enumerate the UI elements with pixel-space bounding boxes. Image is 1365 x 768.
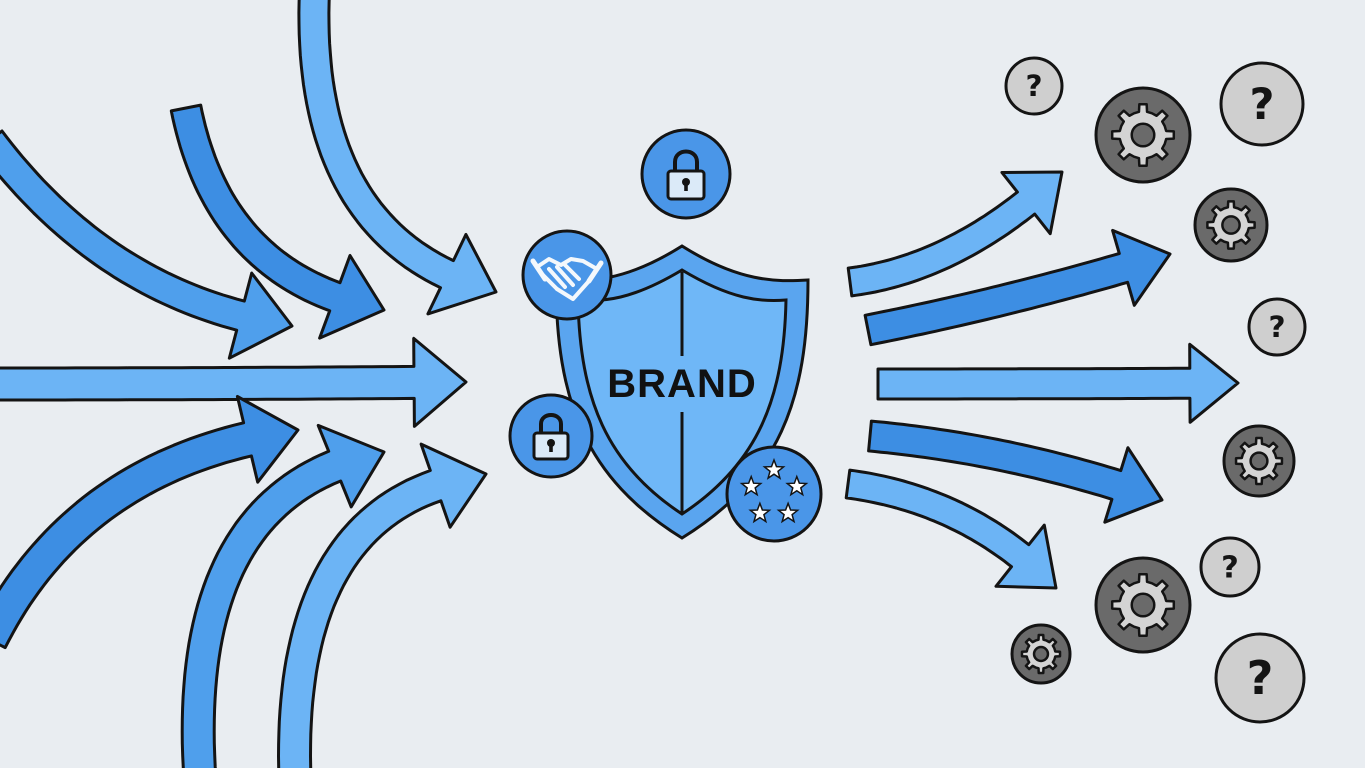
gear-icon	[1010, 623, 1072, 685]
five-stars-icon	[725, 445, 823, 543]
star-icon	[748, 501, 772, 524]
star-icon	[739, 474, 763, 497]
question-mark-icon: ?	[1247, 297, 1307, 357]
padlock-icon	[640, 128, 732, 220]
question-mark-glyph: ?	[1247, 651, 1274, 705]
outgoing-arrow	[876, 342, 1240, 424]
incoming-arrow	[180, 423, 386, 768]
question-mark-icon: ?	[1219, 61, 1305, 147]
uncertain-outcomes: ?????	[1004, 56, 1307, 724]
incoming-arrow	[0, 395, 300, 650]
incoming-arrows	[0, 0, 498, 768]
incoming-arrow	[297, 0, 498, 316]
padlock-icon	[508, 393, 594, 479]
star-icon	[762, 457, 786, 480]
outgoing-arrows	[844, 170, 1240, 590]
outgoing-arrow	[844, 468, 1058, 590]
gear-icon	[1094, 556, 1192, 654]
outgoing-arrow	[867, 419, 1164, 524]
question-mark-glyph: ?	[1025, 69, 1042, 103]
outgoing-arrow	[863, 228, 1172, 347]
incoming-arrow	[277, 442, 488, 768]
star-icon	[785, 474, 809, 497]
question-mark-icon: ?	[1199, 536, 1261, 598]
question-mark-glyph: ?	[1250, 80, 1275, 130]
star-icon	[776, 501, 800, 524]
incoming-arrow	[0, 129, 294, 360]
handshake-icon	[521, 229, 613, 321]
gear-icon	[1193, 187, 1269, 263]
outgoing-arrow	[846, 170, 1064, 298]
incoming-arrow	[0, 336, 468, 428]
question-mark-glyph: ?	[1268, 310, 1285, 344]
brand-label: BRAND	[607, 362, 756, 406]
gear-icon	[1094, 86, 1192, 184]
gear-icon	[1222, 424, 1296, 498]
question-mark-icon: ?	[1214, 632, 1306, 724]
question-mark-icon: ?	[1004, 56, 1064, 116]
question-mark-glyph: ?	[1221, 550, 1239, 585]
incoming-arrow	[169, 103, 386, 340]
